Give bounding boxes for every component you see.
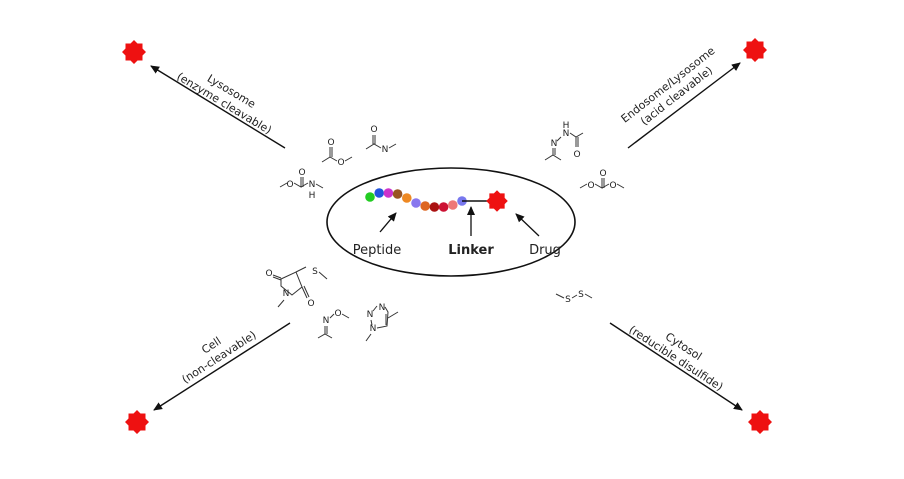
carbonate-structure: O O O	[579, 169, 625, 191]
label-endosome: Endosome/Lysosome (acid cleavable)	[619, 44, 718, 128]
svg-text:N: N	[367, 310, 374, 320]
svg-text:N: N	[382, 145, 389, 155]
conjugate-ellipse	[326, 167, 576, 277]
drug-burst	[486, 190, 508, 212]
maleimide-structure: O N O S	[265, 266, 328, 309]
svg-text:O: O	[286, 180, 293, 190]
peptide-bead	[402, 193, 412, 203]
svg-text:N: N	[283, 289, 290, 299]
peptide-label: Peptide	[353, 243, 402, 258]
svg-text:O: O	[599, 169, 606, 179]
peptide-bead	[392, 189, 403, 199]
svg-text:O: O	[298, 168, 305, 178]
svg-text:N: N	[379, 303, 386, 313]
svg-text:S: S	[312, 267, 318, 277]
hydrazone-structure: N N H O	[544, 121, 584, 161]
label-lysosome: Lysosome (enzyme cleavable)	[174, 70, 273, 137]
arrow-cytosol	[609, 322, 743, 411]
svg-text:O: O	[587, 181, 594, 191]
arrow-to-peptide	[379, 212, 397, 233]
carbamate-structure: O O N H	[279, 168, 324, 201]
peptide-bead	[374, 188, 385, 198]
svg-text:O: O	[334, 309, 341, 319]
svg-text:N: N	[309, 180, 316, 190]
svg-text:O: O	[307, 299, 314, 309]
arrow-to-drug	[515, 213, 540, 237]
svg-text:N: N	[563, 129, 570, 139]
payload-burst-top-right	[743, 38, 767, 62]
endosome-line1: Endosome/Lysosome	[619, 44, 718, 125]
arrow-cell	[153, 322, 291, 411]
svg-text:N: N	[370, 324, 377, 334]
peptide-chain	[365, 188, 467, 212]
svg-text:S: S	[578, 290, 584, 300]
peptide-bead	[383, 188, 394, 198]
arrow-endosome	[627, 62, 741, 149]
svg-text:S: S	[565, 295, 571, 305]
peptide-bead	[429, 202, 440, 212]
svg-text:O: O	[337, 158, 344, 168]
svg-text:O: O	[327, 138, 334, 148]
svg-text:O: O	[573, 150, 580, 160]
amide-structure: O N	[365, 125, 397, 155]
payload-burst-bottom-right	[748, 410, 772, 434]
drug-label: Drug	[529, 243, 561, 258]
ester-structure: O O	[321, 138, 353, 168]
svg-text:N: N	[323, 316, 330, 326]
oxime-structure: N O	[317, 309, 350, 339]
triazole-structure: N N N	[365, 303, 399, 342]
linker-label: Linker	[448, 243, 494, 258]
svg-text:O: O	[609, 181, 616, 191]
svg-text:O: O	[370, 125, 377, 135]
svg-text:H: H	[309, 191, 316, 201]
payload-burst-top-left	[122, 40, 146, 64]
payload-burst-bottom-left	[125, 410, 149, 434]
peptide-bead	[438, 202, 449, 212]
svg-text:H: H	[563, 121, 570, 131]
svg-text:N: N	[551, 139, 558, 149]
cell-line2: (non-cleavable)	[180, 328, 259, 386]
svg-text:O: O	[265, 269, 272, 279]
peptide-bead	[448, 200, 458, 210]
peptide-bead	[365, 192, 375, 202]
arrow-lysosome	[150, 65, 286, 149]
peptide-bead	[420, 201, 431, 211]
peptide-bead	[411, 198, 421, 208]
disulfide-structure: S S	[555, 290, 593, 305]
label-cytosol: Cytosol (reducible disulfide)	[626, 323, 725, 394]
